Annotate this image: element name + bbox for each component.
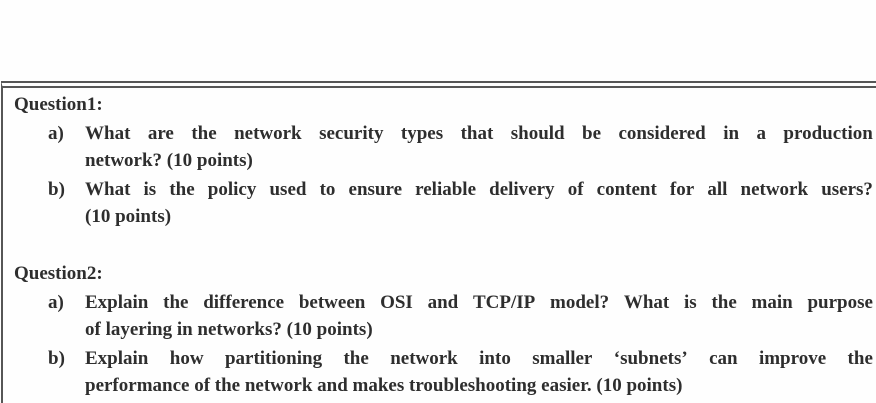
text-line: performance of the network and makes tro… [85, 375, 683, 396]
item-marker: b) [48, 348, 65, 369]
text-line: network? (10 points) [85, 150, 253, 171]
text-line: (10 points) [85, 206, 172, 227]
text-line: of layering in networks? (10 points) [85, 319, 373, 340]
item-marker: a) [48, 123, 64, 144]
item-marker: b) [48, 179, 65, 200]
page-top-margin [0, 0, 876, 81]
question-1-heading: Question1: [14, 94, 103, 115]
item-marker: a) [48, 292, 64, 313]
question-2-heading: Question2: [14, 263, 103, 284]
